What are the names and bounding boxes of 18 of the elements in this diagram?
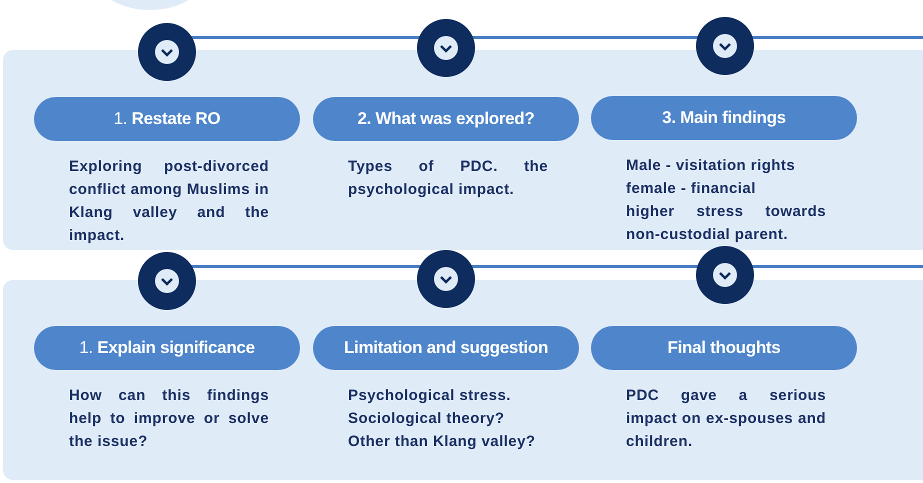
- body-text: Other than Klang valley?: [348, 432, 537, 452]
- body-text: PDC gave a serious impact on ex-spouses and children.: [626, 386, 826, 452]
- body-text: higher stress towards non-custodial parent.: [626, 202, 826, 245]
- heading-pill: 2. What was explored?: [313, 97, 579, 141]
- body-text: Exploring post-divorced conflict among Muslims in Klang valley and the impact.: [69, 157, 269, 246]
- card-background: [3, 50, 923, 250]
- heading-pill: 1. Explain significance: [34, 326, 300, 370]
- heading-pill: Final thoughts: [591, 326, 857, 370]
- body-text: Male - visitation rights: [626, 156, 796, 176]
- body-text: female - financial: [626, 179, 757, 199]
- heading-pill: Limitation and suggestion: [313, 326, 579, 370]
- body-text: How can this findings help to improve or solve the issue?: [69, 386, 269, 452]
- heading-pill: 1. Restate RO: [34, 97, 300, 141]
- body-text: Psychological stress.: [348, 386, 512, 406]
- heading-pill: 3. Main findings: [591, 96, 857, 140]
- body-text: Types of PDC. the psychological impact.: [348, 157, 548, 200]
- card-background: [3, 280, 923, 480]
- body-text: Sociological theory?: [348, 409, 506, 429]
